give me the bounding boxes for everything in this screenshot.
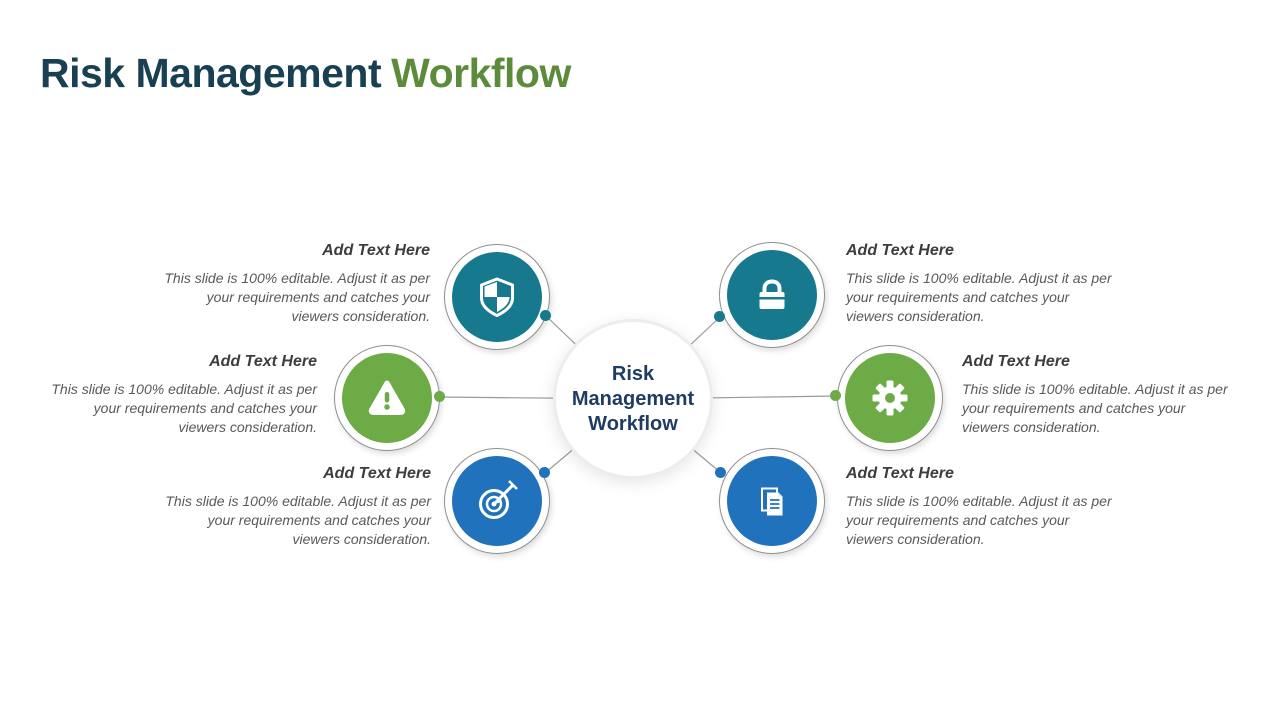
title-accent: Workflow <box>391 50 571 96</box>
gear-icon <box>872 380 908 416</box>
connector-dot <box>714 311 725 322</box>
text-block-top-left: Add Text Here This slide is 100% editabl… <box>158 242 430 326</box>
satellite-shield <box>444 244 550 350</box>
text-block-heading: Add Text Here <box>209 353 317 370</box>
connector-dot <box>540 310 551 321</box>
satellite-warning <box>334 345 440 451</box>
text-block-middle-right: Add Text Here This slide is 100% editabl… <box>962 353 1234 437</box>
text-block-body: This slide is 100% editable. Adjust it a… <box>164 270 430 324</box>
text-block-bottom-right: Add Text Here This slide is 100% editabl… <box>846 465 1118 549</box>
satellite-icon-circle <box>452 252 542 342</box>
text-block-heading: Add Text Here <box>323 465 431 482</box>
satellite-icon-circle <box>727 456 817 546</box>
text-block-middle-left: Add Text Here This slide is 100% editabl… <box>45 353 317 437</box>
shield-icon <box>480 277 514 317</box>
text-block-heading: Add Text Here <box>962 353 1070 370</box>
text-block-heading: Add Text Here <box>322 242 430 259</box>
text-block-top-right: Add Text Here This slide is 100% editabl… <box>846 242 1118 326</box>
text-block-heading: Add Text Here <box>846 242 954 259</box>
text-block-body: This slide is 100% editable. Adjust it a… <box>846 493 1112 547</box>
text-block-heading: Add Text Here <box>846 465 954 482</box>
satellite-icon-circle <box>727 250 817 340</box>
connector-dot <box>539 467 550 478</box>
briefcase-icon <box>759 279 785 309</box>
connector-dot <box>715 467 726 478</box>
text-block-body: This slide is 100% editable. Adjust it a… <box>51 381 317 435</box>
text-block-body: This slide is 100% editable. Adjust it a… <box>165 493 431 547</box>
hub-circle: Risk Management Workflow <box>553 319 713 479</box>
text-block-body: This slide is 100% editable. Adjust it a… <box>962 381 1228 435</box>
target-icon <box>479 480 518 519</box>
connector-dot <box>830 390 841 401</box>
satellite-icon-circle <box>342 353 432 443</box>
document-icon <box>761 487 783 516</box>
text-block-bottom-left: Add Text Here This slide is 100% editabl… <box>159 465 431 549</box>
satellite-icon-circle <box>452 456 542 546</box>
text-block-body: This slide is 100% editable. Adjust it a… <box>846 270 1112 324</box>
satellite-icon-circle <box>845 353 935 443</box>
hub-label: Risk Management Workflow <box>571 362 695 435</box>
satellite-document <box>719 448 825 554</box>
warning-icon <box>368 380 406 415</box>
satellite-gear <box>837 345 943 451</box>
title-primary: Risk Management <box>40 50 382 96</box>
connector-dot <box>434 391 445 402</box>
satellite-target <box>444 448 550 554</box>
satellite-briefcase <box>719 242 825 348</box>
